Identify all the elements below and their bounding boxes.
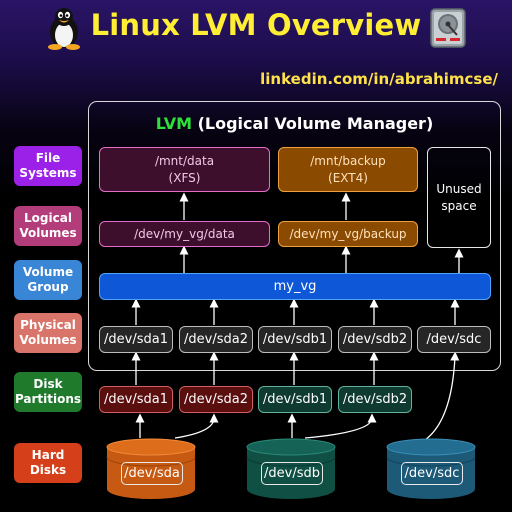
unused-space: Unused space: [427, 147, 491, 248]
disk-sda-label: /dev/sda: [121, 462, 183, 485]
pv-sdc[interactable]: /dev/sdc: [417, 326, 491, 353]
partition-sda2[interactable]: /dev/sda2: [179, 386, 253, 413]
label-logical-volumes: Logical Volumes: [14, 206, 82, 246]
disk-sda[interactable]: /dev/sda: [105, 437, 197, 501]
filesystem-backup[interactable]: /mnt/backup (EXT4): [278, 147, 418, 192]
volume-group-my-vg[interactable]: my_vg: [99, 273, 491, 300]
label-disk-partitions: Disk Partitions: [14, 372, 82, 412]
disk-sdc-label: /dev/sdc: [401, 462, 463, 485]
disk-sdb-label: /dev/sdb: [261, 462, 323, 485]
pv-sdb1[interactable]: /dev/sdb1: [258, 326, 332, 353]
partition-sdb1[interactable]: /dev/sdb1: [258, 386, 332, 413]
filesystem-backup-type: (EXT4): [328, 170, 368, 185]
label-hard-disks: Hard Disks: [14, 443, 82, 483]
disk-sda-cylinder-icon: [106, 438, 196, 499]
filesystem-data-path: /mnt/data: [154, 153, 215, 168]
hard-drive-icon: [430, 8, 466, 48]
disk-sdc[interactable]: /dev/sdc: [385, 437, 477, 501]
label-physical-volumes: Physical Volumes: [14, 313, 82, 353]
logical-volume-data[interactable]: /dev/my_vg/data: [99, 221, 270, 247]
partition-sda1[interactable]: /dev/sda1: [99, 386, 173, 413]
logical-volume-backup[interactable]: /dev/my_vg/backup: [278, 221, 418, 247]
lvm-title-rest: (Logical Volume Manager): [192, 114, 434, 133]
disk-sdb[interactable]: /dev/sdb: [245, 437, 337, 501]
page-title: Linux LVM Overview: [90, 8, 422, 42]
filesystem-data-type: (XFS): [168, 170, 201, 185]
pv-sdb2[interactable]: /dev/sdb2: [338, 326, 412, 353]
filesystem-data[interactable]: /mnt/data (XFS): [99, 147, 270, 192]
disk-sdc-cylinder-icon: [386, 438, 476, 499]
pv-sda2[interactable]: /dev/sda2: [179, 326, 253, 353]
label-file-systems: File Systems: [14, 146, 82, 186]
pv-sda1[interactable]: /dev/sda1: [99, 326, 173, 353]
partition-sdb2[interactable]: /dev/sdb2: [338, 386, 412, 413]
linkedin-handle[interactable]: linkedin.com/in/abrahimcse/: [260, 70, 498, 88]
tux-penguin-icon: [44, 6, 84, 50]
label-volume-group: Volume Group: [14, 260, 82, 300]
filesystem-backup-path: /mnt/backup: [310, 153, 386, 168]
disk-sdb-cylinder-icon: [246, 438, 336, 499]
lvm-panel-title: LVM (Logical Volume Manager): [88, 114, 501, 133]
lvm-highlight: LVM: [155, 114, 193, 133]
